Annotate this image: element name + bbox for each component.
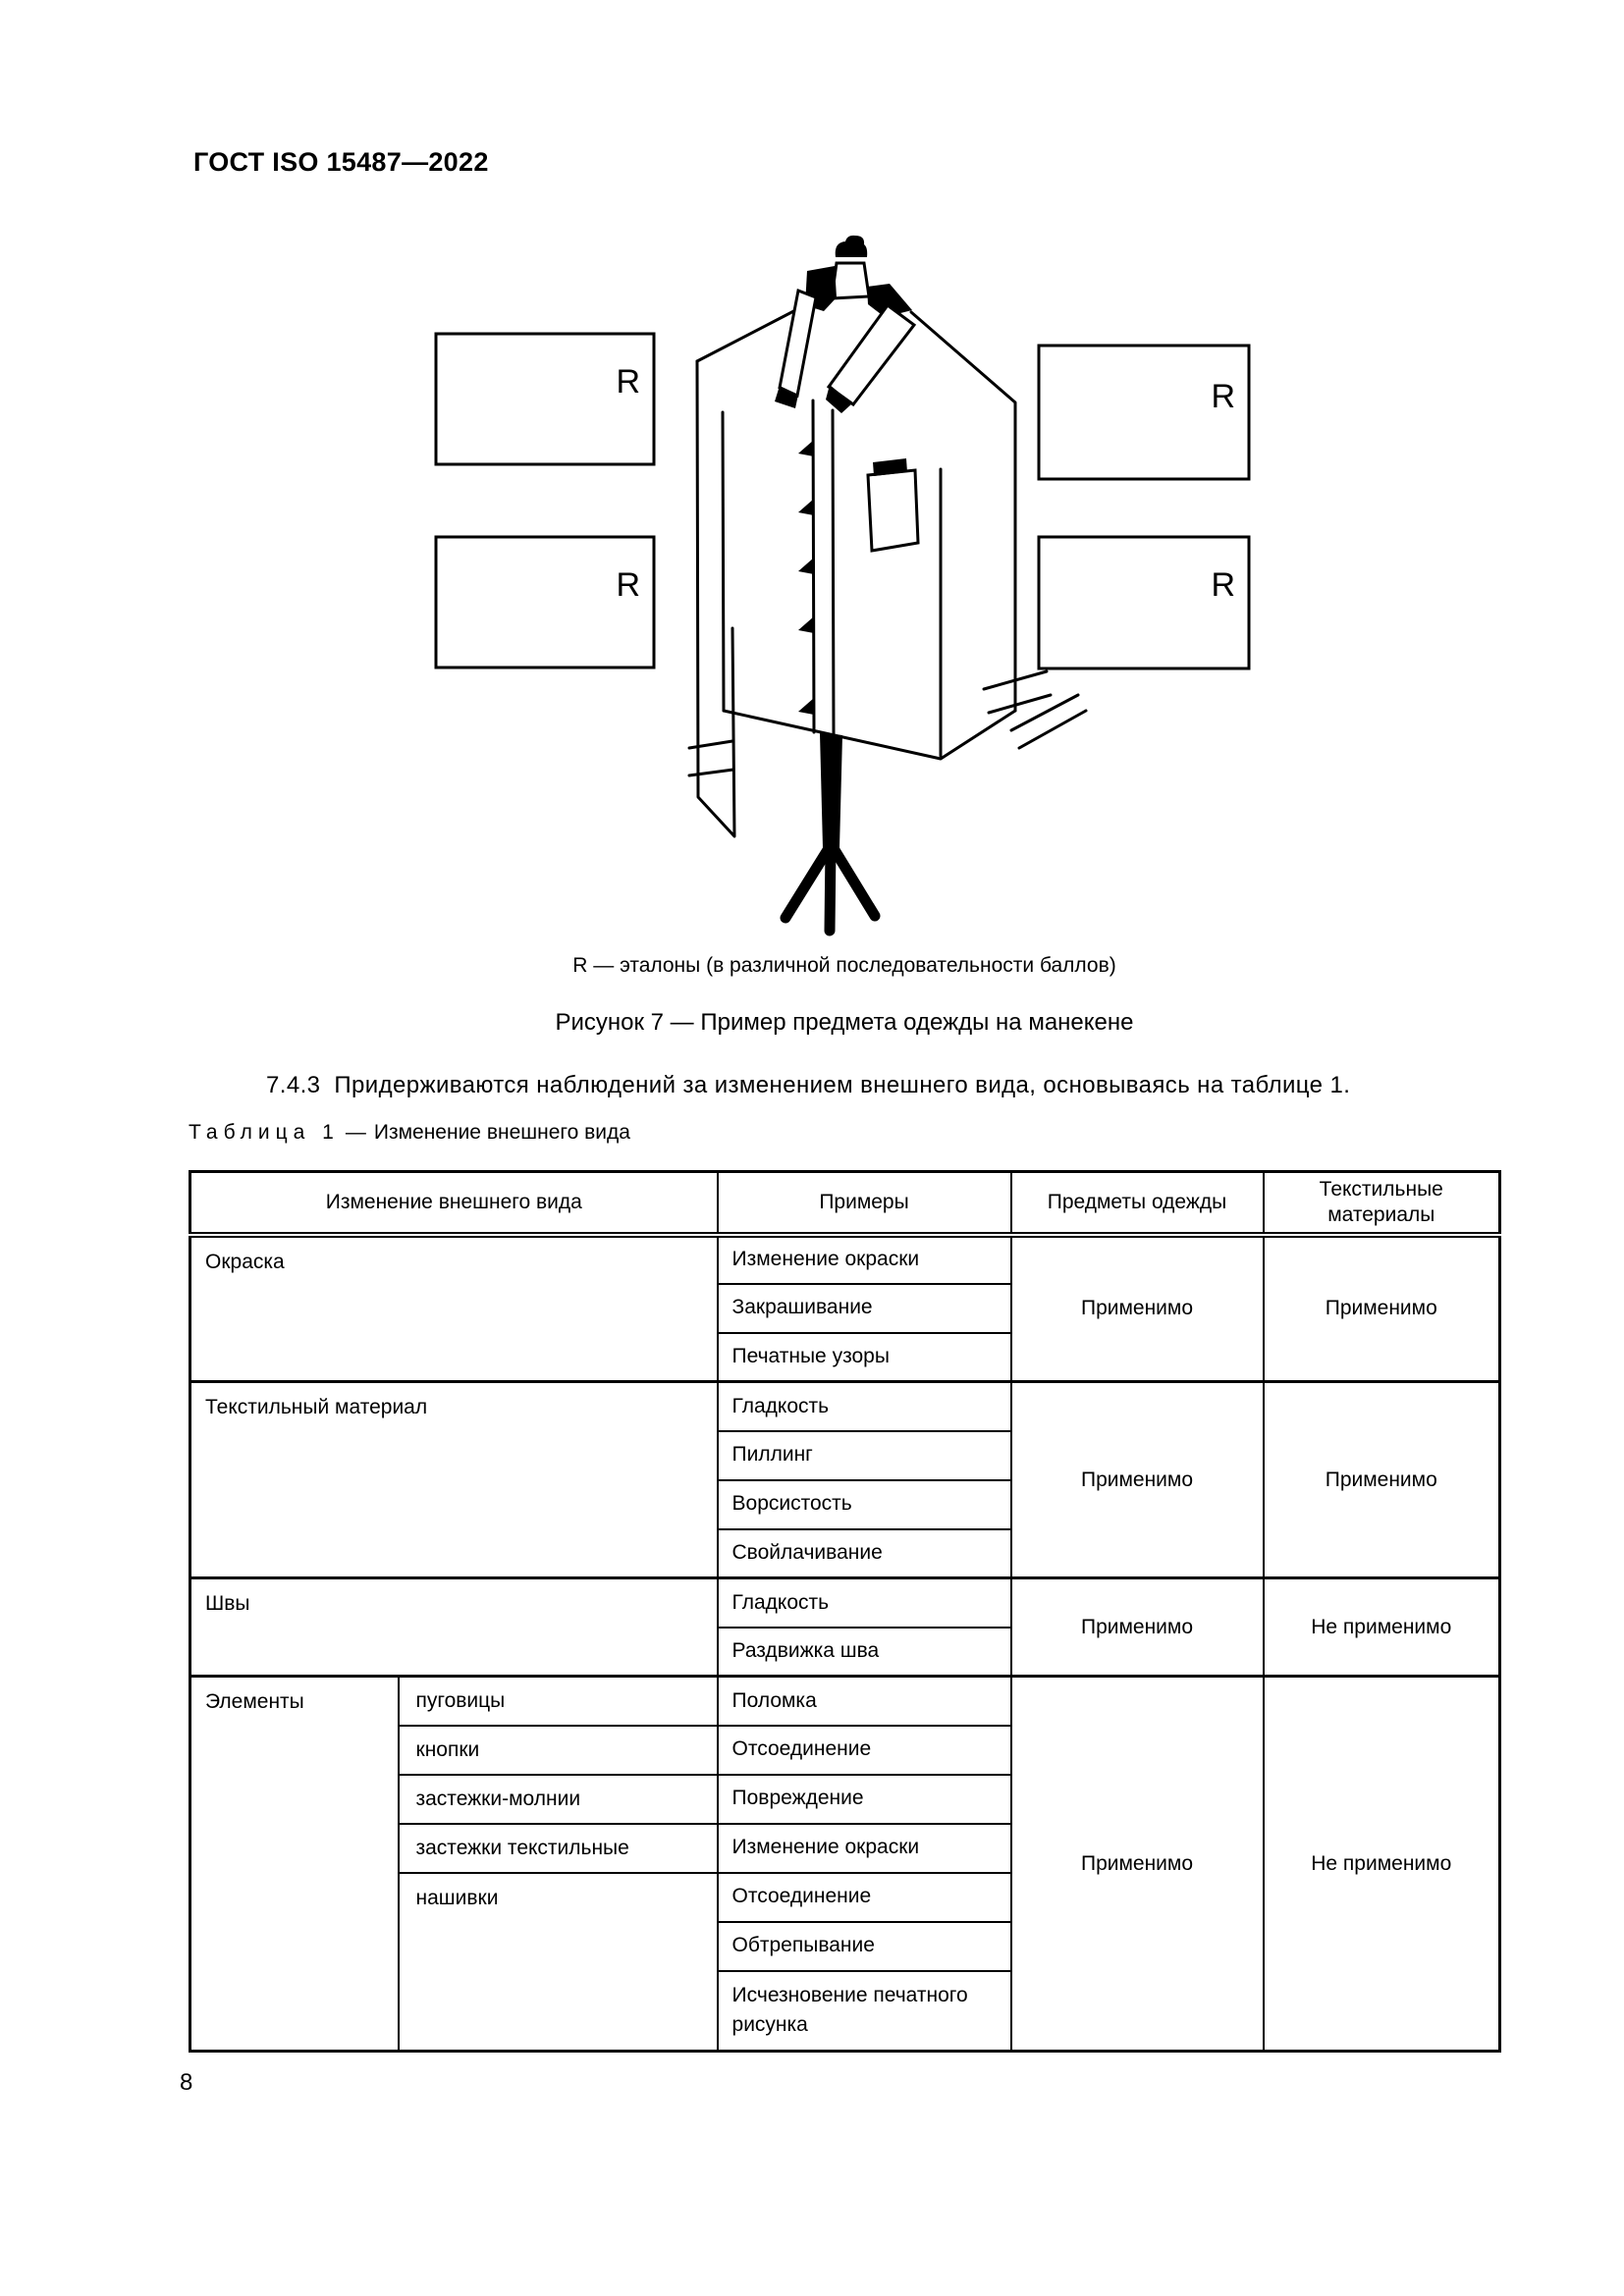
sub-item-cell: пуговицы	[397, 1675, 719, 1727]
figure-legend: R — эталоны (в различной последовательно…	[572, 954, 1116, 977]
table-row: Исчезновение печатного рисунка	[190, 1969, 1500, 2053]
group-name-cell: Окраска	[189, 1233, 719, 1383]
table-row: Свойлачивание	[190, 1527, 1500, 1579]
r-label-bottom-right: R	[1211, 566, 1235, 604]
reference-box-top-left	[434, 332, 656, 466]
tripod-legs	[780, 839, 881, 936]
reference-box-bottom-left	[434, 535, 656, 669]
table-row: Раздвижка шва	[190, 1626, 1500, 1678]
paragraph-text: Придерживаются наблюдений за изменением …	[334, 1072, 1351, 1098]
example-cell: Повреждение	[716, 1773, 1012, 1825]
table-title-label: Таблица 1	[189, 1121, 340, 1144]
group-name-cell: Элементы	[189, 1675, 400, 2053]
table-1-appearance-change: Изменение внешнего вида Примеры Предметы…	[189, 1170, 1502, 2053]
example-cell: Ворсистость	[716, 1478, 1012, 1530]
r-label-top-right: R	[1211, 378, 1235, 415]
example-cell: Исчезновение печатного рисунка	[716, 1969, 1012, 2053]
table-row: Текстильный материал Гладкость Применимо…	[189, 1380, 1501, 1579]
table-row: нашивки Отсоединение	[190, 1871, 1500, 2053]
r-label-top-left: R	[616, 363, 640, 400]
table-title-text: Изменение внешнего вида	[373, 1121, 630, 1144]
example-cell: Отсоединение	[716, 1724, 1012, 1776]
example-cell: Свойлачивание	[716, 1527, 1012, 1579]
col-header-change: Изменение внешнего вида	[189, 1170, 719, 1238]
table-row: застежки текстильные Изменение окраски	[190, 1822, 1500, 1874]
table-title-dash: —	[345, 1121, 366, 1144]
textiles-cell: Применимо	[1262, 1380, 1501, 1579]
doc-header: ГОСТ ISO 15487—2022	[193, 147, 489, 177]
example-cell: Пиллинг	[716, 1429, 1012, 1481]
sub-item-cell: кнопки	[397, 1724, 719, 1776]
reference-box-bottom-right	[1037, 535, 1251, 670]
textiles-cell: Не применимо	[1262, 1675, 1501, 2053]
garments-cell: Применимо	[1009, 1380, 1265, 1579]
example-cell: Печатные узоры	[716, 1331, 1012, 1383]
garments-cell: Применимо	[1009, 1576, 1265, 1678]
paragraph-7-4-3: 7.4.3 Придерживаются наблюдений за измене…	[266, 1072, 1503, 1099]
neck-post	[830, 261, 871, 300]
example-cell: Отсоединение	[716, 1871, 1012, 1923]
example-cell: Гладкость	[716, 1576, 1012, 1629]
example-cell: Поломка	[716, 1675, 1012, 1727]
group-name-cell: Текстильный материал	[189, 1380, 719, 1579]
example-cell: Гладкость	[716, 1380, 1012, 1432]
figure-7-drawing: R R R R	[434, 235, 1251, 936]
table-row: Элементы пуговицы Поломка Применимо Не п…	[189, 1675, 1501, 2053]
col-header-textiles: Текстильные материалы	[1262, 1170, 1501, 1238]
table-header-row: Изменение внешнего вида Примеры Предметы…	[189, 1170, 1501, 1238]
textiles-cell: Применимо	[1262, 1233, 1501, 1383]
r-label-bottom-left: R	[616, 566, 640, 604]
paragraph-number: 7.4.3	[266, 1072, 321, 1098]
table-row: Окраска Изменение окраски Применимо Прим…	[189, 1233, 1501, 1383]
table-row: кнопки Отсоединение	[190, 1724, 1500, 1776]
example-cell: Обтрепывание	[716, 1920, 1012, 1972]
sub-item-cell: застежки-молнии	[397, 1773, 719, 1825]
page-number: 8	[180, 2069, 193, 2096]
mannequin-shirt-drawing	[687, 235, 1088, 936]
textiles-cell: Не применимо	[1262, 1576, 1501, 1678]
table-row: Ворсистость	[190, 1478, 1500, 1530]
example-cell: Изменение окраски	[716, 1233, 1012, 1285]
stand-pole	[820, 733, 842, 848]
reference-box-top-right	[1037, 344, 1251, 481]
garments-cell: Применимо	[1009, 1233, 1265, 1383]
col-header-garments: Предметы одежды	[1009, 1170, 1265, 1238]
table-row: Швы Гладкость Применимо Не применимо	[189, 1576, 1501, 1678]
table-row: Пиллинг	[190, 1429, 1500, 1481]
example-cell: Раздвижка шва	[716, 1626, 1012, 1678]
group-name-cell: Швы	[189, 1576, 719, 1678]
col-header-examples: Примеры	[716, 1170, 1012, 1238]
table-row: Закрашивание	[190, 1282, 1500, 1334]
figure-title: Рисунок 7 — Пример предмета одежды на ма…	[555, 1009, 1134, 1036]
table-row: застежки-молнии Повреждение	[190, 1773, 1500, 1825]
table-row: Обтрепывание	[190, 1920, 1500, 1972]
garments-cell: Применимо	[1009, 1675, 1265, 2053]
sub-item-cell: застежки текстильные	[397, 1822, 719, 1874]
example-cell: Изменение окраски	[716, 1822, 1012, 1874]
table-row: Печатные узоры	[190, 1331, 1500, 1383]
table-title: Таблица 1— Изменение внешнего вида	[189, 1121, 630, 1145]
pocket	[866, 468, 920, 553]
sub-item-cell: нашивки	[397, 1871, 719, 2053]
finial-knob	[835, 235, 868, 257]
example-cell: Закрашивание	[716, 1282, 1012, 1334]
